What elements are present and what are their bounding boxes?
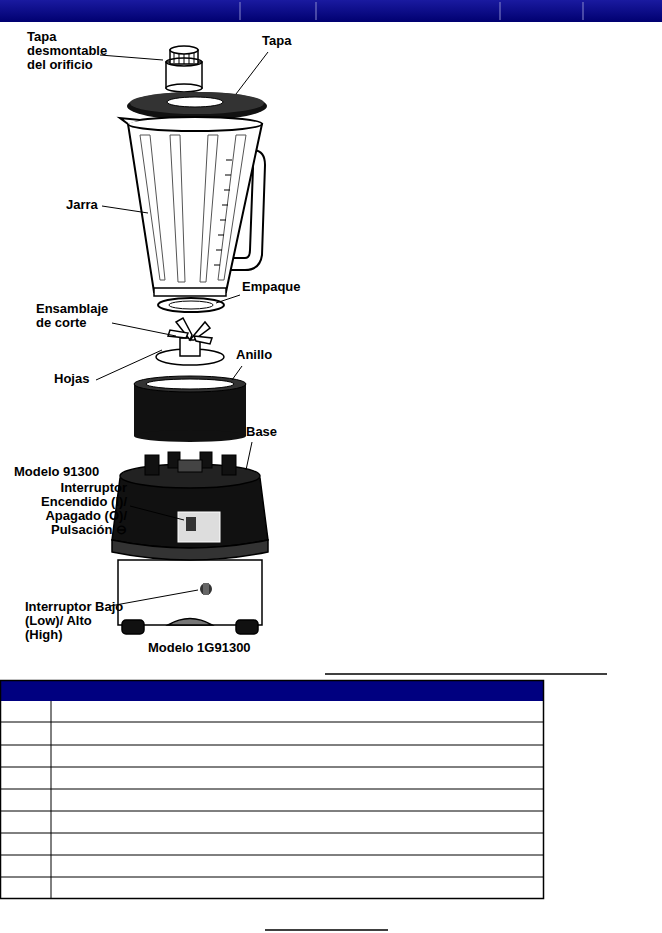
part-label: Interruptor Encendido (I)/ Apagado (O)/ … — [10, 481, 127, 537]
part-label: Tapa — [262, 34, 322, 48]
part-label: Modelo 91300 — [14, 465, 134, 479]
part-label: Modelo 1G91300 — [148, 641, 288, 655]
part-label: Empaque — [242, 280, 322, 294]
part-label: Jarra — [66, 198, 106, 212]
part-label: Tapa desmontable del orificio — [27, 30, 122, 72]
part-label: Base — [246, 425, 296, 439]
part-label: Ensamblaje de corte — [36, 302, 116, 330]
part-label: Hojas — [54, 372, 104, 386]
part-label: Interruptor Bajo (Low)/ Alto (High) — [25, 600, 125, 642]
part-label: Anillo — [236, 348, 296, 362]
